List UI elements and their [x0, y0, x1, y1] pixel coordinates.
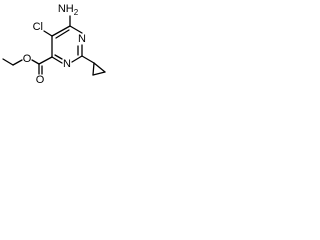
cyclopropyl-group: [81, 55, 106, 76]
ester-oxygen-label: O: [23, 53, 32, 65]
ring-nitrogen-lower-label: N: [63, 58, 71, 70]
bond-cyclopropyl-b: [93, 62, 106, 73]
bond-c4-carbonyl: [38, 56, 53, 65]
bond-cyclopropyl-a: [92, 62, 95, 76]
amine-label: NH2: [58, 3, 79, 17]
bond-c5-c6-double: [55, 29, 70, 39]
bond-carbonyl-ester-o: [31, 59, 40, 65]
bond-n3-c4: [51, 56, 63, 64]
bond-n3-c4-double: [54, 54, 63, 60]
bond-c5-cl: [43, 30, 53, 37]
bond-c6-n1: [69, 25, 83, 34]
ring-nitrogen-upper-label: N: [78, 33, 86, 45]
bond-ester-o-ch2: [12, 59, 23, 66]
pyrimidine-ring: [51, 25, 83, 64]
bond-c2-cyclopropyl: [81, 55, 95, 64]
carbonyl-oxygen-label: O: [36, 74, 45, 86]
bond-c2-n3: [71, 55, 83, 63]
bond-c5-c6: [51, 25, 71, 37]
bond-ch2-ch3: [2, 58, 14, 66]
bond-cyclopropyl-c: [92, 71, 106, 76]
chloro-label: Cl: [33, 21, 43, 33]
molecule-structure: NH2 Cl N N O O: [2, 3, 106, 86]
ethyl-ester-group: [2, 56, 53, 75]
